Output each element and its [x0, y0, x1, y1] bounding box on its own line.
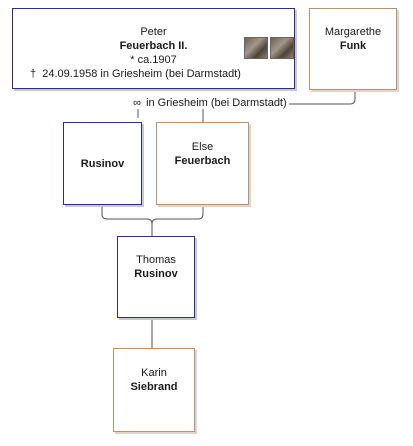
given-name: Peter	[140, 26, 167, 38]
marriage-rings-icon: ∞	[133, 97, 141, 109]
marriage-connector	[137, 90, 356, 118]
person-margarethe-funk[interactable]: Margarethe Funk	[309, 8, 397, 90]
surname: Siebrand	[130, 381, 178, 393]
birth-symbol: *	[130, 54, 135, 66]
given-name: Thomas	[136, 254, 176, 266]
given-name: Karin	[141, 367, 167, 379]
couple-connector-right	[151, 205, 204, 225]
photo-thumbnail-icon[interactable]	[244, 37, 268, 59]
surname: Rusinov	[80, 157, 125, 170]
person-karin-siebrand[interactable]: Karin Siebrand	[113, 348, 195, 432]
person-rusinov[interactable]: Rusinov	[63, 122, 142, 205]
surname: Feuerbach II.	[119, 40, 188, 52]
birth-info: * ca.1907	[130, 54, 177, 66]
death-info: † 24.09.1958 in Griesheim (bei Darmstadt…	[30, 68, 241, 80]
person-peter-feuerbach[interactable]: Peter Feuerbach II. * ca.1907 † 24.09.19…	[12, 8, 295, 89]
surname: Feuerbach	[174, 155, 231, 167]
person-else-feuerbach[interactable]: Else Feuerbach	[156, 122, 249, 205]
surname: Rusinov	[134, 268, 178, 280]
marriage-label: ∞ in Griesheim (bei Darmstadt)	[129, 97, 289, 109]
person-thomas-rusinov[interactable]: Thomas Rusinov	[117, 236, 195, 318]
surname: Funk	[339, 40, 367, 52]
given-name: Else	[191, 141, 214, 153]
couple-connector	[101, 205, 153, 236]
death-symbol: †	[30, 68, 37, 80]
photo-thumbnail-icon[interactable]	[270, 37, 294, 59]
marriage-place: in Griesheim (bei Darmstadt)	[146, 97, 287, 109]
given-name: Margarethe	[324, 26, 382, 38]
